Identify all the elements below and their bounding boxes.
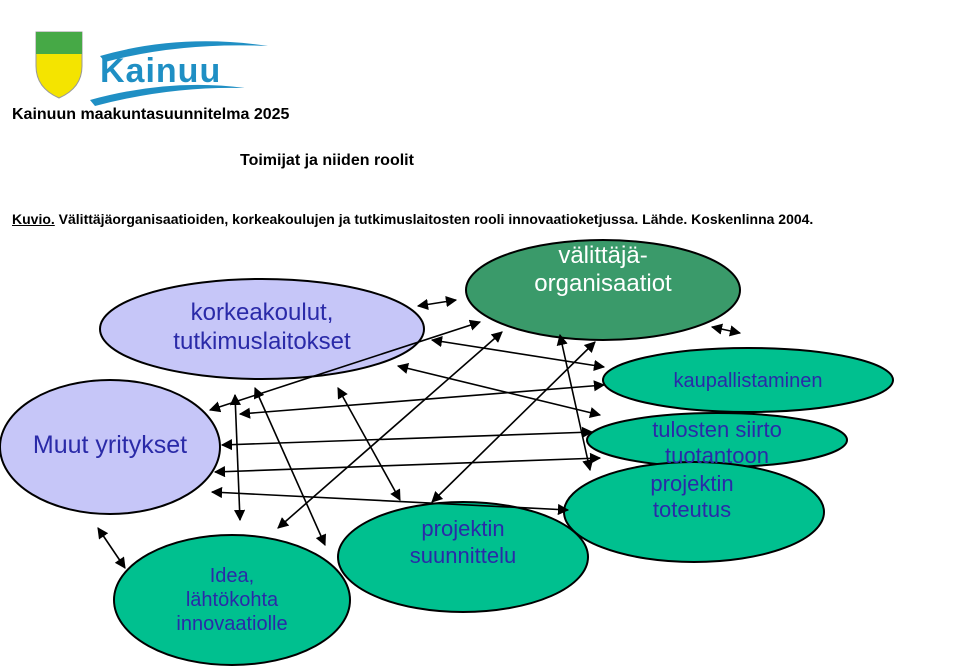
label-tulosten-line2: tuotantoon bbox=[665, 443, 769, 469]
node-kaupallistaminen-ellipse bbox=[602, 347, 894, 413]
arrow bbox=[253, 386, 327, 547]
section-title: Toimijat ja niiden roolit bbox=[240, 152, 414, 169]
arrow bbox=[210, 486, 570, 516]
label-muut: Muut yritykset bbox=[5, 431, 215, 460]
label-korkeakoulut: korkeakoulut, tutkimuslaitokset bbox=[132, 299, 392, 356]
arrow bbox=[396, 362, 602, 419]
logo-text: Kainuu bbox=[100, 52, 222, 90]
label-suunnittelu-line1: projektin bbox=[421, 516, 505, 541]
node-muut-ellipse bbox=[0, 379, 221, 515]
connector-arrows bbox=[97, 296, 742, 569]
arrow bbox=[213, 452, 602, 478]
label-kaupallistaminen: kaupallistaminen bbox=[638, 370, 858, 392]
label-suunnittelu-line2: suunnittelu bbox=[409, 543, 517, 569]
figure-caption: Kuvio. Välittäjäorganisaatioiden, korkea… bbox=[12, 211, 813, 227]
label-muut-line1: Muut yritykset bbox=[32, 431, 188, 459]
label-idea-line2: lähtökohta bbox=[185, 589, 279, 611]
label-tulosten: tulosten siirto tuotantoon bbox=[617, 417, 817, 469]
node-idea-ellipse bbox=[113, 534, 351, 666]
label-kaupallistaminen-line1: kaupallistaminen bbox=[673, 370, 823, 392]
arrow bbox=[97, 527, 126, 569]
label-valittaja-line1: välittäjä- bbox=[558, 242, 648, 269]
label-toteutus: projektin toteutus bbox=[622, 471, 762, 523]
label-toteutus-line2: toteutus bbox=[652, 497, 732, 523]
arrow bbox=[430, 336, 606, 371]
label-suunnittelu: projektin suunnittelu bbox=[383, 516, 543, 569]
document-title: Kainuun maakuntasuunnitelma 2025 bbox=[12, 106, 290, 123]
kainuu-logo: Kainuu bbox=[30, 28, 280, 108]
label-korkeakoulut-line1: korkeakoulut, bbox=[190, 299, 334, 326]
label-idea-line3: innovaatiolle bbox=[176, 613, 288, 635]
label-korkeakoulut-line2: tutkimuslaitokset bbox=[173, 328, 351, 356]
arrow bbox=[431, 341, 596, 503]
caption-lead: Kuvio. bbox=[12, 211, 55, 227]
arrow bbox=[556, 333, 594, 472]
arrow bbox=[416, 296, 458, 310]
label-valittaja-line2: organisaatiot bbox=[534, 270, 672, 298]
arrow bbox=[229, 393, 246, 522]
label-valittaja: välittäjä- organisaatiot bbox=[503, 242, 703, 298]
label-idea: Idea, lähtökohta innovaatiolle bbox=[152, 565, 312, 635]
caption-text: Välittäjäorganisaatioiden, korkeakouluje… bbox=[54, 211, 814, 227]
arrow bbox=[710, 323, 742, 337]
kainuu-coat-of-arms-icon bbox=[35, 31, 268, 106]
label-tulosten-line1: tulosten siirto bbox=[652, 417, 782, 442]
arrow bbox=[238, 380, 606, 419]
label-toteutus-line1: projektin bbox=[650, 471, 734, 496]
arrow bbox=[337, 387, 401, 501]
label-idea-line1: Idea, bbox=[209, 565, 255, 587]
